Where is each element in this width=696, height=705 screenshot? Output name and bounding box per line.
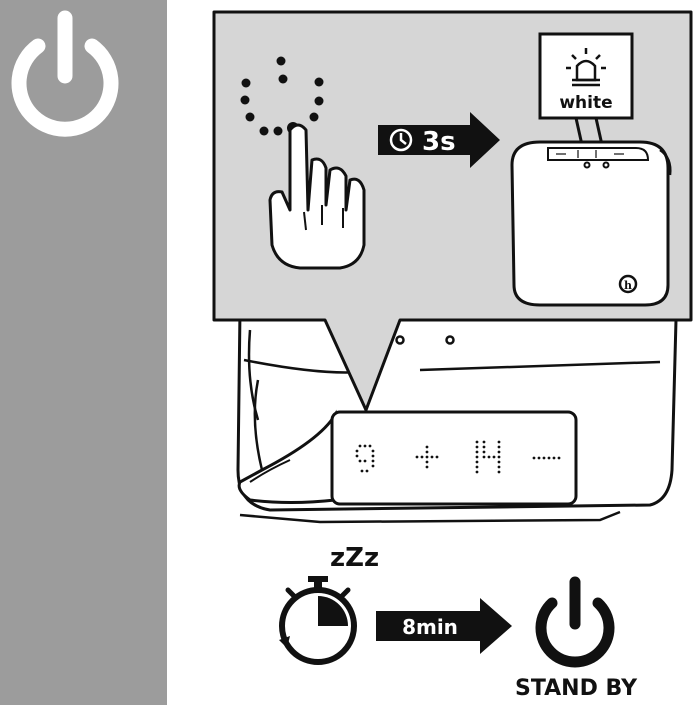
standby-label: STAND BY [515,676,638,701]
display-device-icon [236,308,678,524]
hand-press-icon [268,123,366,270]
hold-duration-label: 3s [422,127,456,157]
led-color-label: white [559,93,612,113]
arrow-icon [378,112,500,168]
timeout-arrow-icon [376,598,512,654]
speaker-top-buttons [556,150,624,158]
stopwatch-icon [279,576,357,665]
clock-icon [389,128,413,152]
speaker-device-icon: h [510,140,672,307]
dot-matrix-display [355,440,561,474]
standby-power-icon [535,576,615,668]
display-screen [330,410,578,506]
sleep-label: zZz [330,543,379,573]
power-icon [11,10,119,137]
led-icon [566,48,606,87]
timeout-label: 8min [402,615,458,639]
svg-text:h: h [624,279,632,292]
